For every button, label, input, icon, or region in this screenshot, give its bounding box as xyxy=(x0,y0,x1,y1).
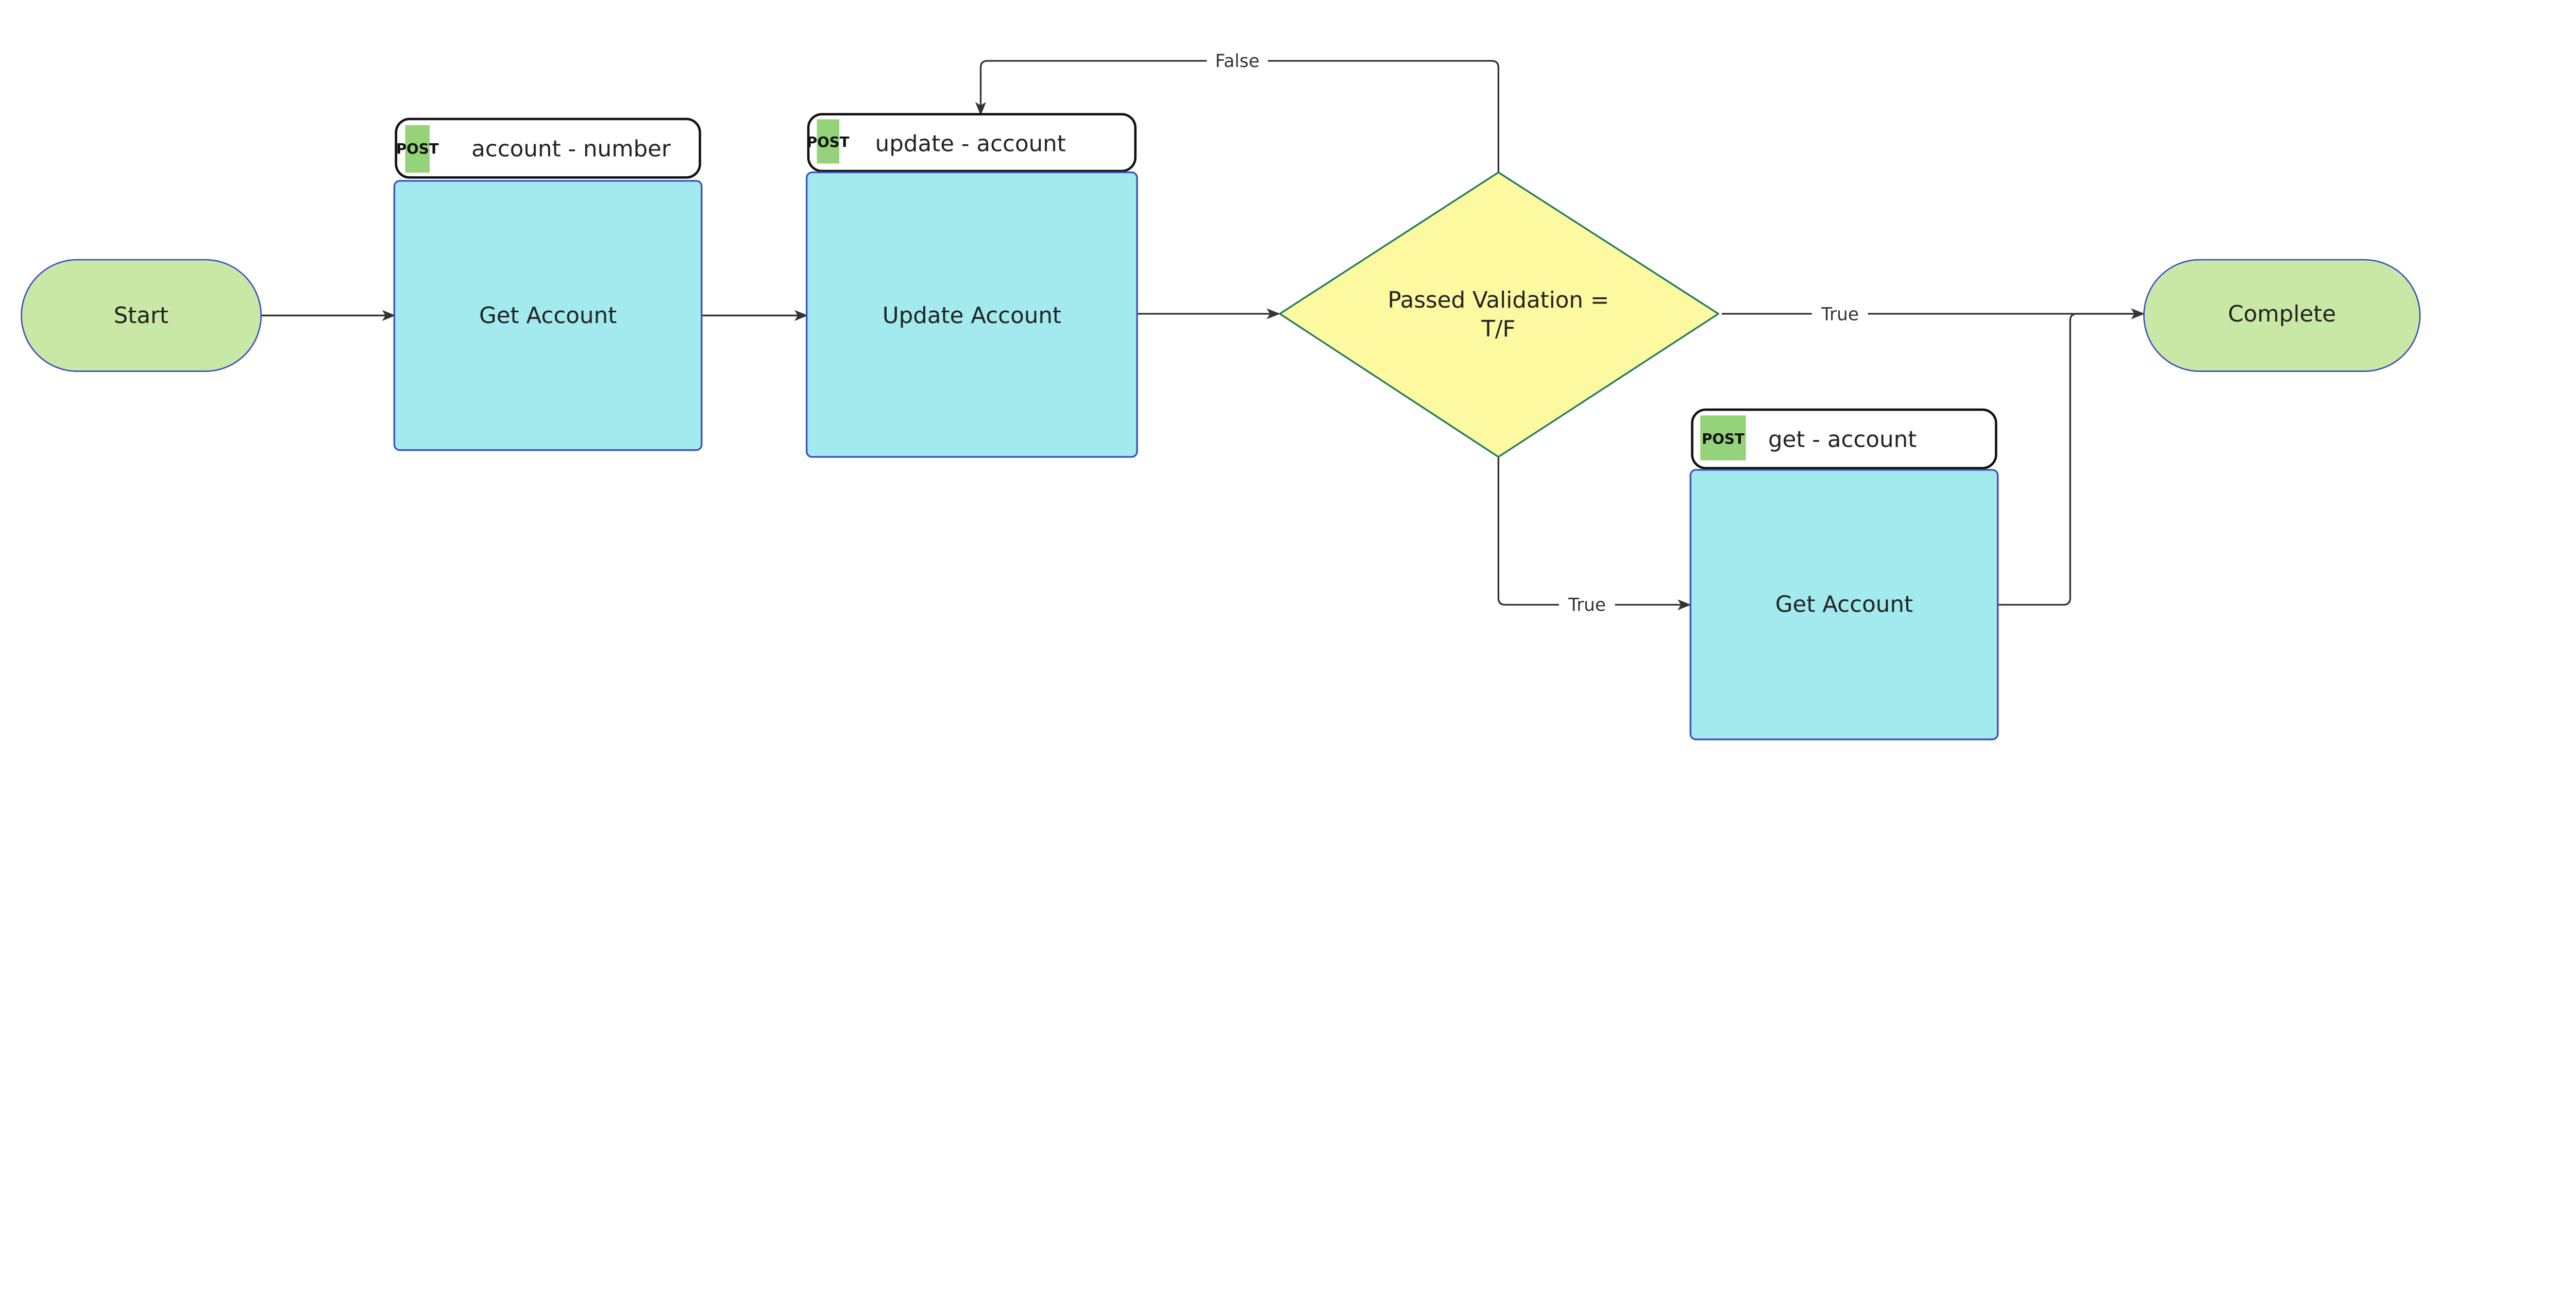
decision-label-line2: T/F xyxy=(1481,316,1515,342)
process-label: Update Account xyxy=(883,303,1061,329)
endpoint-header xyxy=(395,117,701,179)
process-label: Get Account xyxy=(1775,592,1913,618)
edge-get-account-2-to-complete[interactable] xyxy=(1997,308,2145,606)
start-label: Start xyxy=(114,303,168,329)
endpoint-label: get - account xyxy=(1768,427,1917,453)
endpoint-label: account - number xyxy=(471,137,671,162)
true-down-label-group: True xyxy=(1558,593,1615,617)
false-label-group: False xyxy=(1207,49,1268,73)
endpoint-header xyxy=(1691,408,1997,469)
post-badge-label: POST xyxy=(1702,430,1744,447)
endpoint-header xyxy=(807,113,1137,173)
complete-node[interactable]: Complete xyxy=(2143,259,2421,372)
get-account-node[interactable]: POST account - number Get Account xyxy=(393,117,703,451)
get-account-2-node[interactable]: POST get - account Get Account xyxy=(1689,408,1999,740)
post-badge-label: POST xyxy=(807,133,850,150)
edge-label-true-right: True xyxy=(1821,305,1859,325)
decision-label-line1: Passed Validation = xyxy=(1387,288,1609,313)
decision-node[interactable]: Passed Validation = T/F xyxy=(1279,171,1719,458)
post-badge xyxy=(817,119,840,164)
true-right-label-group: True xyxy=(1811,302,1868,327)
start-node[interactable]: Start xyxy=(21,259,262,372)
flowchart: False True True Start POST account - num… xyxy=(21,49,2421,740)
process-label: Get Account xyxy=(479,303,617,329)
edge-decision-true-down[interactable] xyxy=(1497,457,1691,611)
complete-label: Complete xyxy=(2228,301,2336,327)
post-badge-label: POST xyxy=(396,140,439,157)
edge-label-false: False xyxy=(1215,51,1260,72)
edge-label-true-down: True xyxy=(1568,595,1606,616)
connectors xyxy=(261,60,2145,611)
endpoint-label: update - account xyxy=(875,131,1066,157)
update-account-node[interactable]: POST update - account Update Account xyxy=(806,113,1138,458)
post-badge xyxy=(1700,415,1746,461)
post-badge xyxy=(405,125,430,173)
